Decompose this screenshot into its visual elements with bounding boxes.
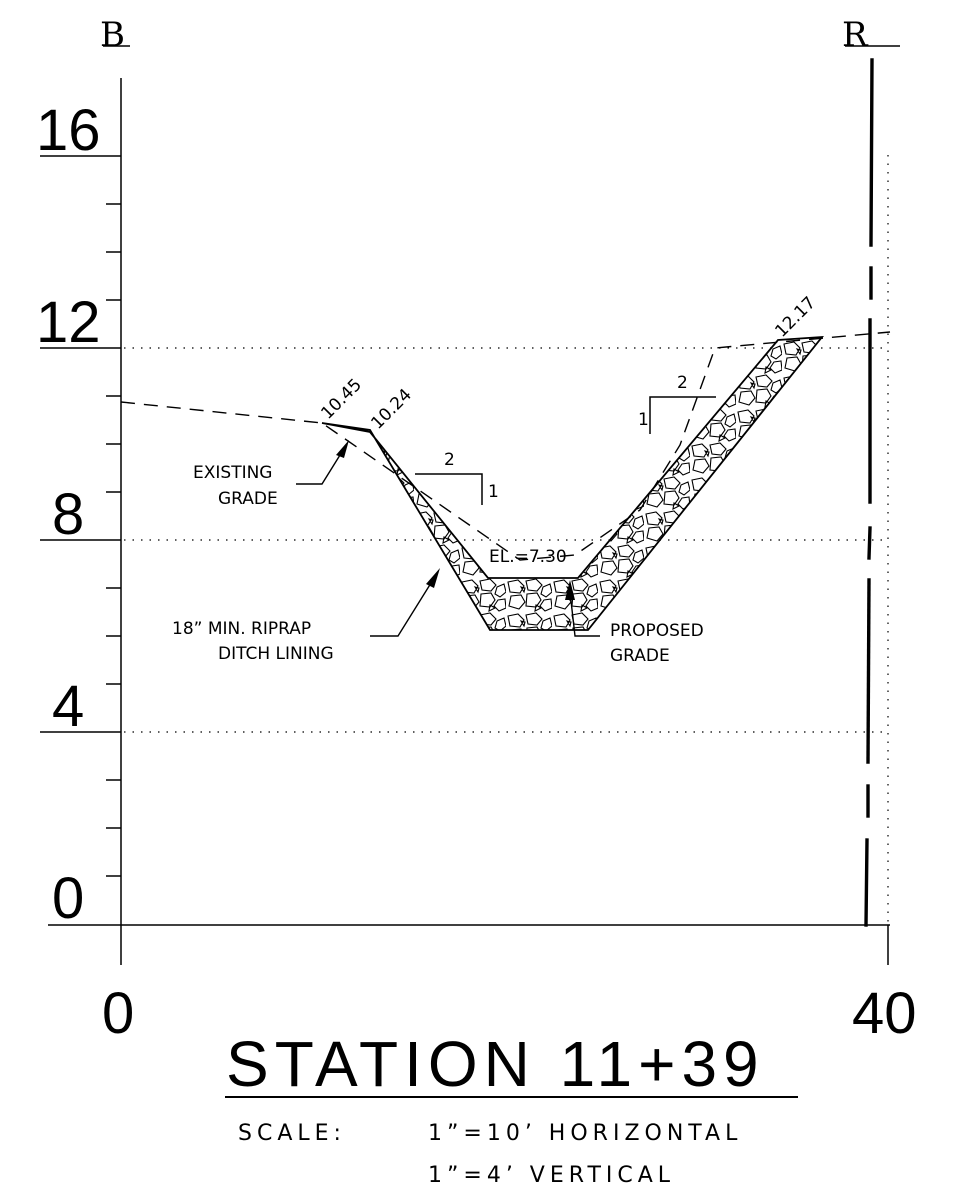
existing-grade-line <box>120 331 891 561</box>
leader-arrowheads <box>336 440 575 600</box>
riprap-note: 18” MIN. RIPRAP DITCH LINING <box>172 619 334 664</box>
scale-label: SCALE: <box>238 1121 346 1146</box>
left-slope-rise: 1 <box>488 482 499 502</box>
scale-horizontal: 1”=10’ HORIZONTAL <box>428 1121 742 1146</box>
left-slope-run: 2 <box>444 450 455 470</box>
bottom-elevation: EL.=7.30 <box>489 547 567 567</box>
right-of-way-marker: R <box>842 15 869 55</box>
existing-grade-note: EXISTING GRADE <box>193 463 278 509</box>
baseline-marker: B <box>100 15 125 55</box>
axis-ticks <box>40 155 121 877</box>
y-label-16: 16 <box>36 98 101 163</box>
y-label-8: 8 <box>52 482 84 547</box>
reference-lines <box>124 155 889 925</box>
station-title: STATION 11+39 <box>226 1028 765 1100</box>
elevation-10-45: 10.45 <box>317 375 366 424</box>
elevation-10-24: 10.24 <box>367 385 416 434</box>
left-slope-indicator <box>415 473 483 505</box>
y-label-0: 0 <box>52 866 84 931</box>
proposed-grade-note: PROPOSED GRADE <box>610 621 709 666</box>
x-label-40: 40 <box>852 981 917 1046</box>
x-label-0: 0 <box>102 981 134 1046</box>
y-label-12: 12 <box>36 290 101 355</box>
right-of-way-line <box>864 58 874 927</box>
y-label-4: 4 <box>52 674 84 739</box>
leader-lines <box>296 446 600 637</box>
scale-vertical: 1”=4’ VERTICAL <box>428 1163 675 1188</box>
right-slope-rise: 1 <box>638 410 649 430</box>
elevation-12-17: 12.17 <box>771 293 820 342</box>
right-slope-run: 2 <box>677 373 688 393</box>
riprap-ditch-lining <box>321 335 824 631</box>
right-slope-indicator <box>649 396 716 434</box>
